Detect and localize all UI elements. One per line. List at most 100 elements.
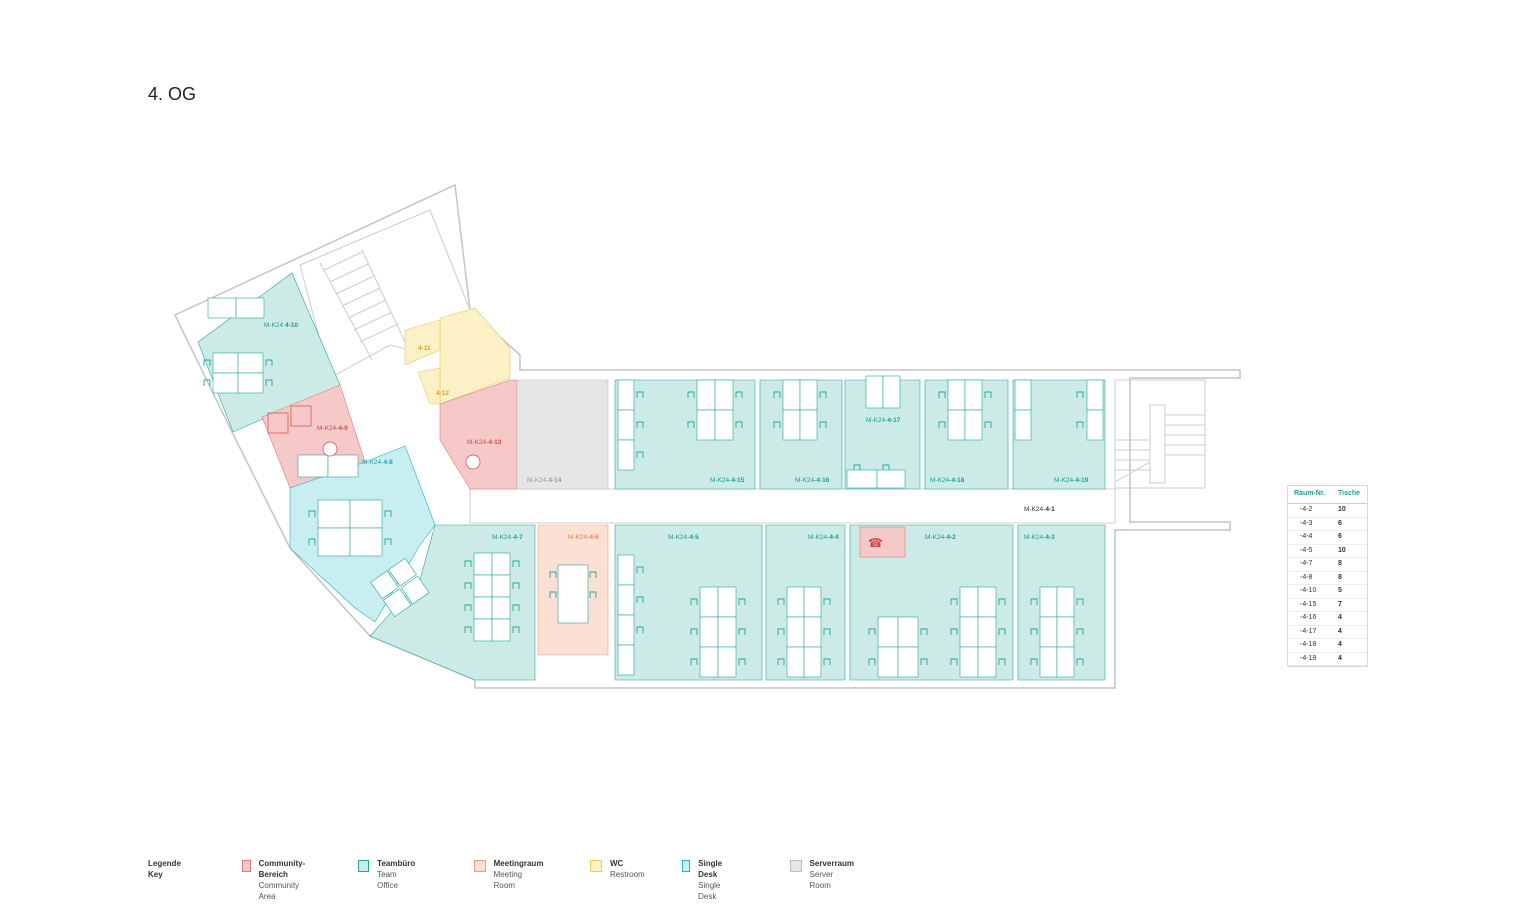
round-table — [322, 441, 338, 457]
desk — [297, 454, 329, 478]
chair — [938, 421, 946, 428]
chair — [777, 658, 785, 665]
desk — [212, 372, 239, 394]
room-label-number: 4-14 — [548, 477, 561, 484]
chair — [636, 596, 644, 603]
chair — [512, 626, 520, 633]
room-label-4-18: M-K24-4-18 — [930, 477, 965, 484]
desk — [400, 575, 430, 605]
room-table-tables: 8 — [1338, 560, 1342, 567]
desk — [699, 616, 719, 648]
desk — [977, 586, 997, 618]
room-table-room: -4-2 — [1300, 506, 1313, 513]
desk — [473, 574, 493, 598]
room-label-prefix: M-K24- — [808, 534, 829, 541]
room-label-4-8: M-K24-4-8 — [362, 459, 393, 466]
legend-title: Legende Key — [148, 858, 228, 880]
sofa — [267, 412, 289, 434]
room-label-prefix: M-K24- — [866, 417, 887, 424]
room-label-prefix: M-K24 — [264, 322, 285, 329]
room-label-prefix: M-K24- — [710, 477, 731, 484]
room-table-tables: 6 — [1338, 519, 1342, 527]
room-4-15[interactable] — [614, 379, 756, 490]
legend-swatch — [590, 860, 602, 872]
desk — [714, 409, 734, 441]
desk — [370, 570, 399, 600]
room-label-number: 4-5 — [689, 534, 699, 541]
legend-label-de: Single Desk — [698, 859, 723, 879]
desk — [473, 596, 493, 620]
chair — [998, 628, 1006, 635]
room-label-4-19: M-K24-4-19 — [1054, 477, 1089, 484]
desk — [349, 499, 383, 529]
desk — [846, 469, 878, 489]
chair — [1076, 628, 1084, 635]
room-label-number: 4-15 — [731, 477, 744, 484]
legend-label-de: Serverraum — [809, 859, 855, 868]
chair — [549, 591, 557, 598]
desk — [897, 646, 919, 678]
room-table-room: -4-16 — [1300, 614, 1317, 621]
chair — [636, 566, 644, 573]
chair — [938, 391, 946, 398]
chair — [823, 658, 831, 665]
chair — [1076, 421, 1084, 428]
room-4-11[interactable] — [404, 319, 441, 366]
desk — [1086, 379, 1104, 411]
room-4-14[interactable] — [516, 379, 609, 490]
desk — [803, 586, 822, 618]
chair — [1076, 658, 1084, 665]
chair — [868, 628, 876, 635]
room-labels: M-K24 4-104-114-12M-K24-4-9M-K24-4-13M-K… — [264, 322, 1089, 541]
chair — [265, 359, 273, 366]
chair — [819, 391, 827, 398]
room-label-prefix: M-K24- — [362, 459, 383, 466]
chair — [823, 598, 831, 605]
room-label-4-7: M-K24-4-7 — [492, 534, 523, 541]
desk — [865, 375, 884, 409]
room-label-4-3: M-K24-4-3 — [1024, 534, 1055, 541]
sofa — [290, 405, 312, 427]
room-label-4-2: M-K24-4-2 — [925, 534, 956, 541]
room-table-tables: 4 — [1338, 614, 1342, 621]
room-label-prefix: M-K24- — [1024, 534, 1045, 541]
room-table-header-tables: Tische — [1338, 490, 1361, 497]
room-label-number: 4-11 — [418, 345, 431, 352]
legend-swatch — [682, 860, 691, 872]
room-table-row: -4-16 4 — [1288, 612, 1367, 626]
desk — [964, 379, 983, 411]
chair — [777, 598, 785, 605]
room-label-4-1: M-K24-4-1 — [1024, 506, 1055, 513]
room-4-19[interactable] — [1012, 379, 1106, 490]
room-label-4-9: M-K24-4-9 — [317, 425, 348, 432]
desk — [382, 588, 412, 618]
chair — [773, 391, 781, 398]
room-label-prefix: M-K24- — [467, 439, 488, 446]
desk — [473, 618, 493, 642]
desk — [882, 375, 901, 409]
chair — [950, 628, 958, 635]
desk — [977, 616, 997, 648]
room-label-4-6: M-K24-4-6 — [568, 534, 599, 541]
chair — [589, 591, 597, 598]
chair — [549, 571, 557, 578]
desk — [473, 552, 493, 576]
room-table-tables: 4 — [1338, 641, 1342, 648]
room-label-4-12: 4-12 — [436, 390, 449, 397]
legend-title-en: Key — [148, 870, 163, 879]
room-label-prefix: M-K24- — [1024, 506, 1045, 513]
chair — [636, 626, 644, 633]
furniture — [203, 297, 1104, 678]
desk — [959, 616, 979, 648]
